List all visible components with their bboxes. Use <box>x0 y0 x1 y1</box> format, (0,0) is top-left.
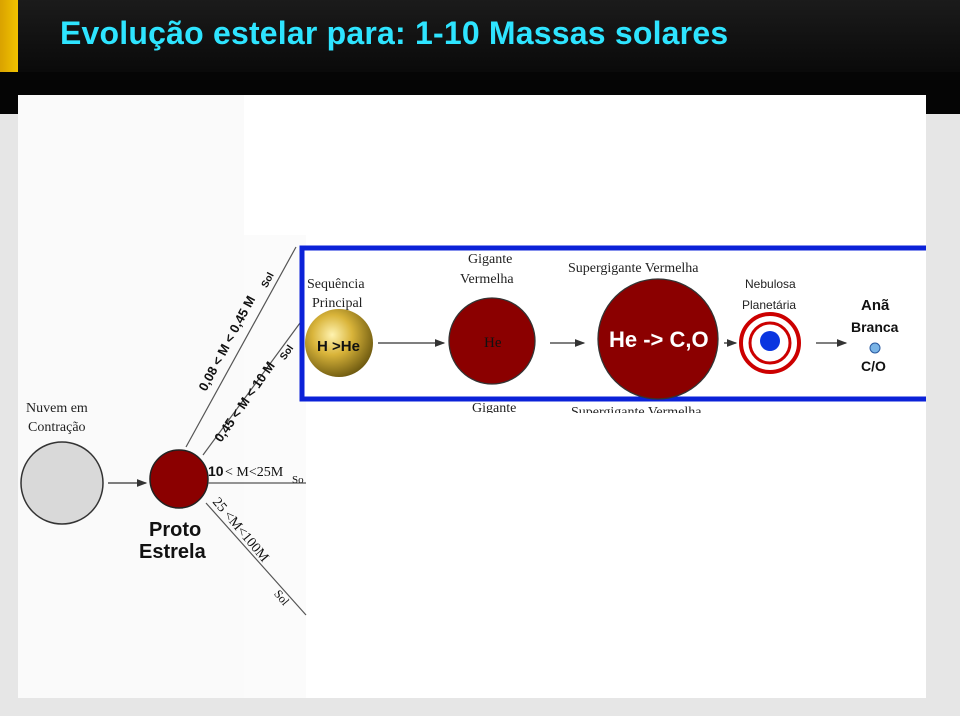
contracting-cloud <box>20 441 104 525</box>
branch-high-num: 10 <box>208 463 224 479</box>
nebula-line2: Planetária <box>742 298 796 312</box>
scan-backdrop-mid <box>244 235 306 698</box>
branch-line-low <box>185 246 297 448</box>
red-giant-star <box>448 297 536 385</box>
branch-line-mid <box>202 322 301 456</box>
dwarf-line1: Anã <box>861 297 890 314</box>
branch-high-text: < M<25M <box>225 465 284 480</box>
red-giant-line1: Gigante <box>468 252 512 267</box>
proto-label-line2: Estrela <box>139 541 207 563</box>
diagram-canvas: Nuvem em Contração Proto Estrela 0,08 < … <box>18 95 926 698</box>
cloud-label-line1: Nuvem em <box>26 401 88 416</box>
red-giant-line2: Vermelha <box>460 272 514 287</box>
red-giant-core: He <box>484 335 502 351</box>
dwarf-core: C/O <box>861 358 886 374</box>
supergiant-core: He -> C,O <box>609 327 709 352</box>
slide-title: Evolução estelar para: 1-10 Massas solar… <box>60 15 729 51</box>
main-sequence-star <box>305 309 373 377</box>
proto-star <box>149 449 209 509</box>
main-seq-line1: Sequência <box>307 277 365 292</box>
stellar-evolution-diagram: Nuvem em Contração Proto Estrela 0,08 < … <box>18 95 926 698</box>
nebula-core <box>760 331 780 351</box>
below-giant-label: Gigante <box>472 401 516 416</box>
branch-line-vhigh <box>205 502 307 616</box>
dwarf-line2: Branca <box>851 319 899 335</box>
text-crop-mask <box>458 413 758 423</box>
cloud-label-line2: Contração <box>28 420 86 435</box>
scan-backdrop-left <box>18 95 244 698</box>
branch-high-sub: So <box>292 474 304 486</box>
white-dwarf <box>869 342 881 354</box>
proto-label-line1: Proto <box>149 519 201 541</box>
main-seq-line2: Principal <box>312 296 363 311</box>
nebula-line1: Nebulosa <box>745 277 796 291</box>
red-supergiant-star <box>597 278 719 400</box>
supergiant-label: Supergigante Vermelha <box>568 261 699 276</box>
title-accent <box>0 0 18 72</box>
sun-label: H >He <box>317 338 360 355</box>
title-bar <box>0 0 960 72</box>
